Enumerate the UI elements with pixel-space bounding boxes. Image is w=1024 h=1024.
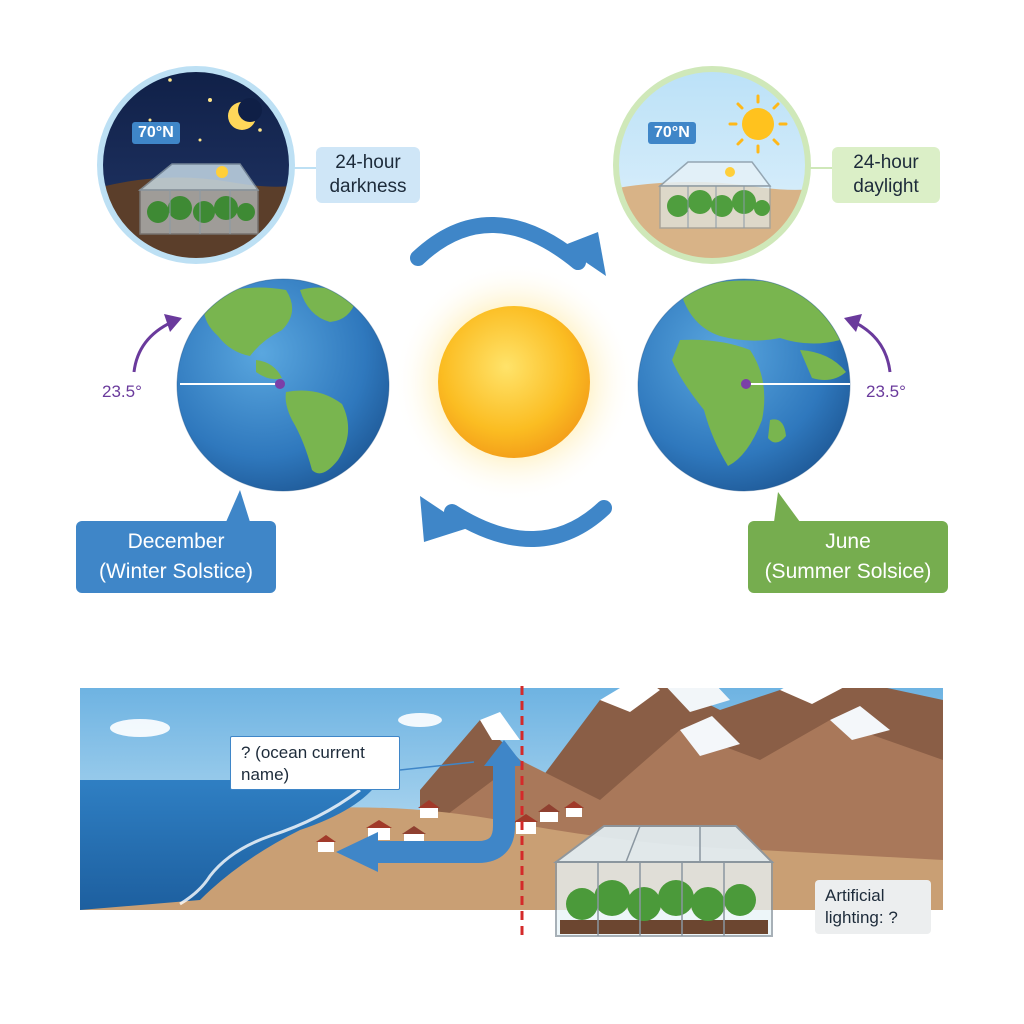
artificial-lighting-line2: lighting: ? xyxy=(825,908,898,927)
summer-greenhouse xyxy=(657,161,772,229)
sea xyxy=(80,780,380,910)
summer-latitude-badge: 70°N xyxy=(648,122,696,144)
winter-night-scene xyxy=(100,69,292,261)
summer-condition-line1: 24-hour xyxy=(853,152,919,173)
winter-greenhouse xyxy=(137,163,260,235)
december-callout-pointer xyxy=(226,490,250,522)
sun xyxy=(438,306,590,458)
arctic-greenhouse xyxy=(553,825,775,937)
winter-condition-line2: darkness xyxy=(329,176,407,197)
ocean-current-arrow xyxy=(336,740,524,872)
june-label: June (Summer Solsice) xyxy=(748,521,948,593)
summer-vignette-ring xyxy=(613,66,811,264)
tilt-label-right: 23.5° xyxy=(866,382,906,401)
location-dot-right xyxy=(741,379,751,389)
tilt-arrow-right xyxy=(844,314,892,373)
winter-condition-label: 24-hour darkness xyxy=(316,147,420,203)
summer-condition-label: 24-hour daylight xyxy=(832,147,940,203)
summer-condition-line2: daylight xyxy=(853,176,919,197)
artificial-lighting-label: Artificial lighting: ? xyxy=(815,880,931,934)
december-line1: December xyxy=(127,530,225,553)
ocean-current-line1: ? (ocean current xyxy=(241,743,365,762)
current-leader-line xyxy=(399,761,475,771)
june-line1: June xyxy=(825,530,871,553)
ocean-current-label: ? (ocean current name) xyxy=(230,736,400,790)
december-label: December (Winter Solstice) xyxy=(76,521,276,593)
orbit-arrow-bottom xyxy=(420,496,612,547)
winter-vignette-ring xyxy=(97,66,295,264)
location-dot-left xyxy=(275,379,285,389)
tilt-arrow-left xyxy=(132,314,182,373)
june-callout-pointer xyxy=(774,492,800,522)
tilt-label-left: 23.5° xyxy=(102,382,142,401)
summer-day-scene xyxy=(616,69,808,261)
winter-condition-line1: 24-hour xyxy=(335,152,401,173)
december-line2: (Winter Solstice) xyxy=(98,560,254,583)
june-line2: (Summer Solsice) xyxy=(764,560,932,583)
winter-latitude-badge: 70°N xyxy=(132,122,180,144)
summer-sun-icon xyxy=(728,94,788,154)
orbit-arrow-top xyxy=(410,217,606,276)
artificial-lighting-line1: Artificial xyxy=(825,886,885,905)
ocean-current-line2: name) xyxy=(241,765,290,784)
